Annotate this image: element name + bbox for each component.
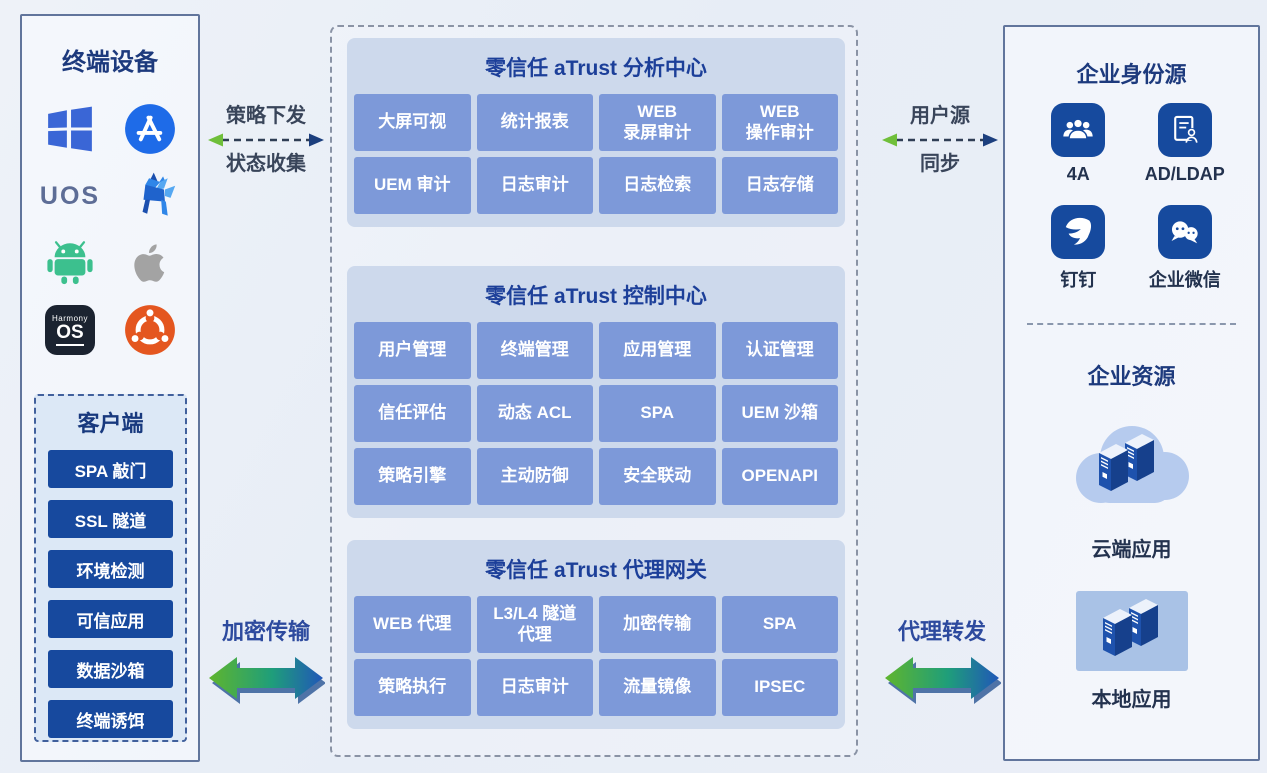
- harmonyos-icon: Harmony OS: [39, 303, 101, 357]
- cloud-servers-icon: [1075, 426, 1189, 503]
- uos-label: UOS: [39, 181, 101, 210]
- encrypt-link: 加密传输: [204, 618, 328, 710]
- identity-label: 4A: [1066, 164, 1090, 184]
- capability-cell: 策略执行: [354, 659, 471, 716]
- capability-cell: 信任评估: [354, 385, 471, 442]
- identity-label: AD/LDAP: [1144, 164, 1225, 184]
- capability-cell: 日志审计: [476, 157, 593, 214]
- kylin-icon: [119, 169, 181, 223]
- proxy-forward-label: 代理转发: [897, 619, 986, 644]
- capability-cell: 策略引擎: [354, 448, 471, 505]
- encrypt-transfer-label: 加密传输: [221, 619, 310, 644]
- identity-item-adldap: AD/LDAP: [1145, 103, 1225, 185]
- windows-icon: [39, 102, 101, 156]
- identity-item-wecom: 企业微信: [1149, 205, 1221, 292]
- capability-cell: 终端管理: [476, 322, 593, 379]
- client-item-spa-knock: SPA 敲门: [48, 450, 173, 488]
- capability-cell: 动态 ACL: [476, 385, 593, 442]
- capability-cell: 大屏可视: [354, 94, 471, 151]
- os-icon-grid: UOS: [30, 102, 190, 357]
- capability-cell: WEB 录屏审计: [599, 94, 716, 151]
- capability-cell: IPSEC: [721, 659, 838, 716]
- capability-cell: WEB 代理: [354, 596, 471, 653]
- capability-cell: L3/L4 隧道 代理: [476, 596, 593, 653]
- client-box: 客户端 SPA 敲门 SSL 隧道 环境检测 可信应用 数据沙箱 终端诱饵: [34, 394, 187, 742]
- identity-icon-grid: 4A AD/LDAP: [1005, 103, 1258, 292]
- capability-cell: 流量镜像: [599, 659, 716, 716]
- identity-item-dingtalk: 钉钉: [1051, 205, 1106, 292]
- policy-link: 策略下发 状态收集: [204, 103, 328, 177]
- appstore-icon: [119, 102, 181, 156]
- proxy-gateway-box: 零信任 aTrust 代理网关 WEB 代理 L3/L4 隧道 代理 加密传输 …: [347, 540, 845, 729]
- uos-logo: UOS: [39, 169, 101, 223]
- capability-cell: SPA: [599, 385, 716, 442]
- terminal-devices-panel: 终端设备: [20, 14, 200, 762]
- identity-label: 钉钉: [1060, 270, 1097, 290]
- gradient-double-arrow-icon: [209, 657, 325, 704]
- enterprise-panel: 企业身份源 4A: [1003, 25, 1260, 761]
- proxy-gateway-title: 零信任 aTrust 代理网关: [485, 559, 707, 582]
- control-center-title: 零信任 aTrust 控制中心: [485, 285, 707, 308]
- capability-cell: 日志存储: [721, 157, 838, 214]
- local-app-item: 本地应用: [1005, 585, 1258, 712]
- capability-cell: WEB 操作审计: [721, 94, 838, 151]
- capability-cell: SPA: [721, 596, 838, 653]
- identity-item-4a: 4A: [1051, 103, 1106, 185]
- client-item-trusted-app: 可信应用: [48, 600, 173, 638]
- capability-cell: 安全联动: [599, 448, 716, 505]
- apple-icon: [119, 236, 181, 290]
- cloud-app-item: 云端应用: [1005, 409, 1258, 562]
- dashed-divider: [1027, 323, 1236, 325]
- gradient-double-arrow-icon: [885, 657, 1001, 704]
- enterprise-resources-title: 企业资源: [1087, 364, 1176, 389]
- capability-cell: 加密传输: [599, 596, 716, 653]
- analysis-center-box: 零信任 aTrust 分析中心 大屏可视 统计报表 WEB 录屏审计 WEB 操…: [347, 38, 845, 227]
- analysis-center-grid: 大屏可视 统计报表 WEB 录屏审计 WEB 操作审计 UEM 审计 日志审计 …: [354, 94, 838, 214]
- control-center-grid: 用户管理 终端管理 应用管理 认证管理 信任评估 动态 ACL SPA UEM …: [354, 322, 838, 505]
- control-center-box: 零信任 aTrust 控制中心 用户管理 终端管理 应用管理 认证管理 信任评估…: [347, 266, 845, 518]
- capability-cell: 统计报表: [476, 94, 593, 151]
- android-icon: [39, 236, 101, 290]
- user-source-link: 用户源 同步: [878, 103, 1002, 177]
- capability-cell: 主动防御: [476, 448, 593, 505]
- capability-cell: UEM 审计: [354, 157, 471, 214]
- harmony-os-label: OS: [56, 322, 84, 346]
- capability-cell: 日志检索: [599, 157, 716, 214]
- ubuntu-icon: [119, 303, 181, 357]
- cloud-app-label: 云端应用: [1091, 539, 1172, 561]
- proxy-forward-link: 代理转发: [880, 618, 1004, 710]
- client-title: 客户端: [77, 411, 144, 436]
- capability-cell: UEM 沙箱: [721, 385, 838, 442]
- client-item-ssl-tunnel: SSL 隧道: [48, 500, 173, 538]
- analysis-center-title: 零信任 aTrust 分析中心: [485, 57, 707, 80]
- local-app-label: 本地应用: [1091, 689, 1172, 711]
- client-item-env-check: 环境检测: [48, 550, 173, 588]
- capability-cell: 用户管理: [354, 322, 471, 379]
- dashed-double-arrow-icon: [882, 133, 998, 147]
- client-item-data-sandbox: 数据沙箱: [48, 650, 173, 688]
- proxy-gateway-grid: WEB 代理 L3/L4 隧道 代理 加密传输 SPA 策略执行 日志审计 流量…: [354, 596, 838, 716]
- dingtalk-wing-icon: [1051, 205, 1106, 259]
- harmony-small-label: Harmony: [52, 314, 88, 324]
- ad-ldap-directory-icon: [1157, 103, 1212, 157]
- policy-down-label: 策略下发: [226, 105, 306, 127]
- 4a-users-icon: [1051, 103, 1106, 157]
- sync-label: 同步: [920, 153, 960, 175]
- capability-cell: OPENAPI: [721, 448, 838, 505]
- capability-cell: 应用管理: [599, 322, 716, 379]
- capability-cell: 日志审计: [476, 659, 593, 716]
- terminal-devices-title: 终端设备: [62, 49, 158, 76]
- client-item-endpoint-decoy: 终端诱饵: [48, 700, 173, 738]
- dashed-double-arrow-icon: [208, 133, 324, 147]
- identity-label: 企业微信: [1148, 270, 1221, 290]
- capability-cell: 认证管理: [721, 322, 838, 379]
- status-collect-label: 状态收集: [226, 153, 306, 175]
- user-source-label: 用户源: [910, 105, 970, 127]
- identity-source-title: 企业身份源: [1076, 62, 1187, 87]
- local-servers-icon: [1075, 591, 1188, 671]
- wecom-chat-icon: [1157, 205, 1212, 259]
